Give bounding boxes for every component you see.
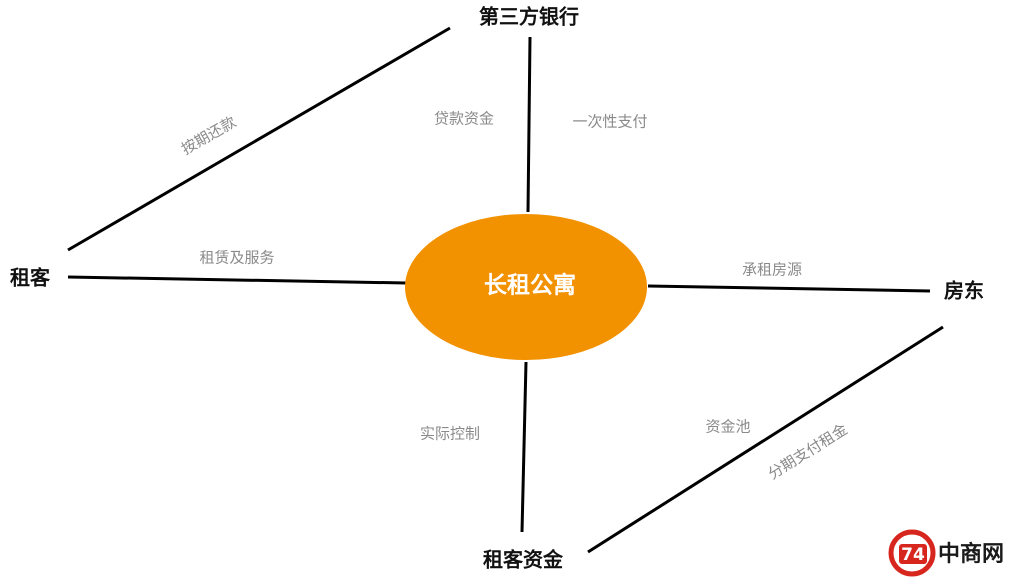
node-landlord-label: 房东 bbox=[944, 279, 984, 303]
edge-label-lease-housing: 承租房源 bbox=[742, 261, 802, 279]
logo-mark-text: 74 bbox=[901, 545, 925, 565]
line-bank-center bbox=[526, 36, 532, 213]
node-tenant-funds-label: 租客资金 bbox=[483, 548, 564, 572]
logo-badge-icon bbox=[899, 544, 927, 564]
node-bank-label: 第三方银行 bbox=[479, 5, 579, 29]
line-tenant-center bbox=[67, 275, 407, 285]
watermark-logo: 74 中商网 bbox=[888, 529, 1004, 577]
connector-lines bbox=[67, 26, 944, 554]
logo-ring-icon bbox=[888, 529, 936, 577]
edge-label-lump-sum-payment: 一次性支付 bbox=[572, 113, 647, 131]
center-ellipse bbox=[405, 214, 647, 360]
edge-label-leasing-services: 租赁及服务 bbox=[199, 249, 274, 267]
line-tenant-bank bbox=[67, 26, 451, 252]
logo-name: 中商网 bbox=[938, 541, 1004, 567]
node-tenant-label: 租客 bbox=[10, 266, 51, 290]
line-center-tenant-funds bbox=[520, 361, 528, 533]
edge-label-installment-rent: 分期支付租金 bbox=[765, 420, 851, 483]
edge-label-actual-control: 实际控制 bbox=[420, 425, 480, 443]
line-landlord-tenant-funds bbox=[587, 325, 944, 554]
center-label: 长租公寓 bbox=[484, 272, 576, 299]
edge-label-fund-pool: 资金池 bbox=[705, 418, 750, 436]
line-center-landlord bbox=[647, 284, 931, 293]
edge-label-repay-installments: 按期还款 bbox=[178, 113, 239, 159]
edge-label-loan-funds: 贷款资金 bbox=[434, 110, 494, 128]
